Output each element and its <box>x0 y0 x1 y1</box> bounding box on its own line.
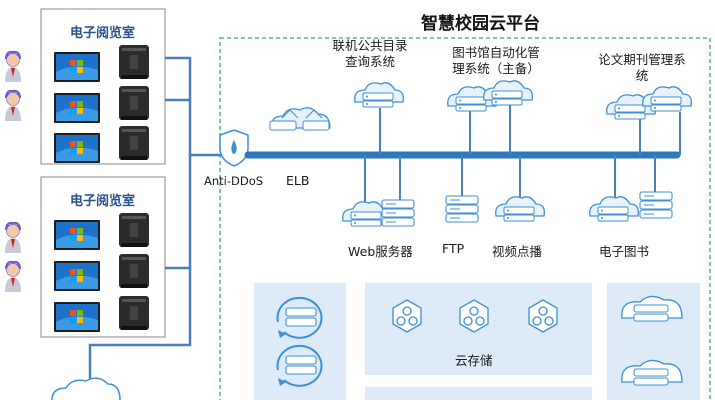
user-icon <box>4 50 22 83</box>
monitor-icon <box>54 261 100 291</box>
diagram-title: 智慧校园云平台 <box>421 14 540 34</box>
service-label-line: 理系统（主备） <box>452 61 540 76</box>
cloud-server-icon <box>354 82 404 108</box>
service-label-line: 论文期刊管理系 <box>598 52 686 67</box>
service-links <box>364 105 681 205</box>
server-icon <box>639 191 673 219</box>
service-label-line: 查询系统 <box>344 54 396 69</box>
service-label-line: 统 <box>635 68 649 83</box>
server-icon <box>381 199 415 227</box>
reading-room-label: 电子阅览室 <box>70 194 136 209</box>
pc-tower-icon <box>119 45 149 79</box>
elb-label: ELB <box>286 173 310 188</box>
pc-tower-icon <box>119 86 149 120</box>
user-icon <box>4 221 22 254</box>
service-label-line: 图书馆自动化管 <box>452 45 540 60</box>
bottom-panel <box>365 387 592 400</box>
monitor-icon <box>54 133 100 163</box>
user-icon <box>4 260 22 293</box>
web-server-label: Web服务器 <box>348 244 413 259</box>
monitor-icon <box>54 52 100 82</box>
server-icon <box>621 295 683 322</box>
service-label-opac: 联机公共目录 查询系统 <box>332 38 407 70</box>
cloud-storage-label: 云存储 <box>455 353 493 368</box>
service-label-library: 图书馆自动化管 理系统（主备） <box>452 45 540 77</box>
cloud-icon <box>51 377 121 400</box>
cloud-server-icon <box>495 196 545 222</box>
shield-icon <box>219 129 249 167</box>
cloud-server-icon <box>589 196 639 222</box>
reading-room-label: 电子阅览室 <box>70 26 136 41</box>
pc-tower-icon <box>119 254 149 288</box>
load-balancer-icon <box>269 107 331 131</box>
compute-panel <box>254 283 346 400</box>
monitor-icon <box>54 220 100 250</box>
server-icon <box>621 359 683 386</box>
service-label-journal: 论文期刊管理系 统 <box>598 52 686 84</box>
server-icon <box>445 195 479 223</box>
room-links <box>88 56 222 395</box>
monitor-icon <box>54 93 100 123</box>
pc-tower-icon <box>119 213 149 247</box>
user-icon <box>4 89 22 122</box>
pc-tower-icon <box>119 296 149 330</box>
monitor-icon <box>54 302 100 332</box>
anti-ddos-label: Anti-DDoS <box>204 174 264 188</box>
cloud-platform-boundary <box>219 37 711 400</box>
service-label-line: 联机公共目录 <box>332 38 408 53</box>
ftp-label: FTP <box>442 241 465 256</box>
pc-tower-icon <box>119 126 149 160</box>
vod-label: 视频点播 <box>492 244 543 259</box>
ebook-label: 电子图书 <box>599 244 650 259</box>
